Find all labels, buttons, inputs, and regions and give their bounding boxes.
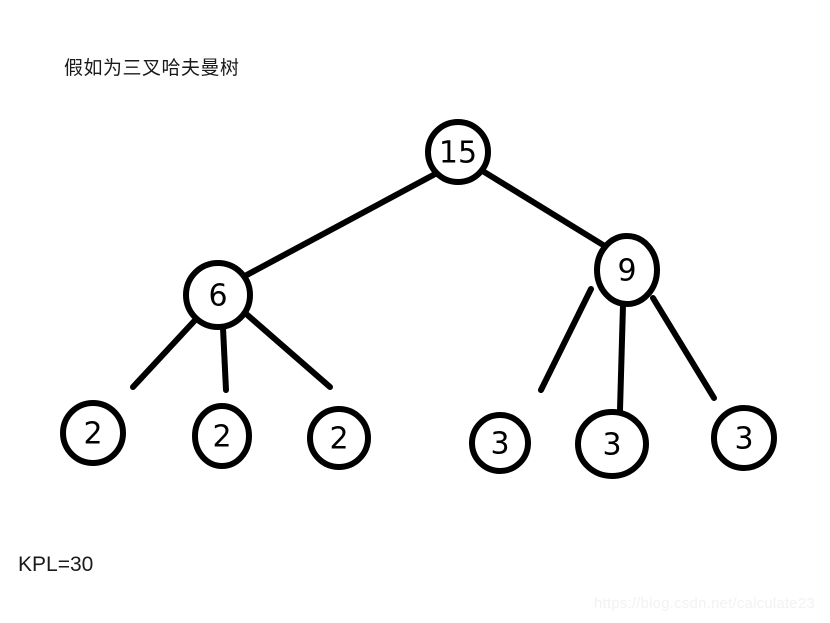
kpl-value-label: KPL=30 [18, 553, 94, 576]
tree-node: 6 [183, 260, 253, 330]
tree-node: 2 [60, 400, 126, 466]
tree-edge [650, 295, 717, 401]
tree-edge [241, 309, 333, 390]
tree-node: 3 [469, 412, 531, 474]
node-value-label: 2 [329, 422, 348, 457]
node-value-label: 2 [212, 420, 231, 455]
tree-node: 2 [307, 406, 371, 470]
node-circle [594, 233, 660, 307]
tree-edge [538, 286, 594, 393]
tree-node: 2 [192, 403, 252, 469]
tree-edge [130, 314, 201, 390]
diagram-title-note: 假如为三叉哈夫曼树 [64, 58, 240, 79]
node-circle [711, 405, 777, 471]
node-circle [192, 403, 252, 469]
node-layer: 15 6 9 2 2 2 3 3 3 [60, 119, 777, 479]
node-value-label: 2 [83, 417, 102, 452]
node-value-label: 9 [617, 254, 636, 289]
node-circle [307, 406, 371, 470]
node-value-label: 15 [439, 136, 477, 171]
node-value-label: 3 [734, 422, 753, 457]
tree-node: 3 [575, 409, 649, 479]
tree-node: 9 [594, 233, 660, 307]
node-circle [469, 412, 531, 474]
node-circle [183, 260, 253, 330]
tree-edge [478, 167, 611, 251]
edge-layer [130, 167, 717, 413]
tree-edge [240, 170, 440, 280]
tree-edge [617, 302, 626, 413]
node-value-label: 3 [490, 427, 509, 462]
tree-node: 15 [425, 119, 491, 185]
node-circle [575, 409, 649, 479]
node-value-label: 3 [602, 428, 621, 463]
node-circle [425, 119, 491, 185]
node-circle [60, 400, 126, 466]
csdn-watermark: https://blog.csdn.net/calculate23 [594, 595, 815, 612]
tree-node: 3 [711, 405, 777, 471]
node-value-label: 6 [208, 279, 227, 314]
tree-edge [220, 325, 229, 393]
